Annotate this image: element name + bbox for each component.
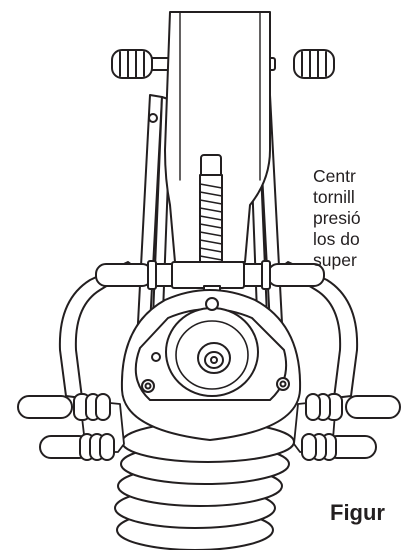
left-cross-handle (95, 263, 153, 287)
instruction-line: tornill (313, 187, 355, 207)
central-plate (164, 11, 271, 263)
figure-label: Figur (330, 500, 385, 525)
right-lower-handle-upper (345, 395, 401, 419)
left-lower-handle-upper (17, 395, 73, 419)
instruction-line: super (313, 250, 357, 270)
top-right-handle-grip (293, 49, 335, 79)
top-left-handle-grip (111, 49, 153, 79)
instruction-line: Centr (313, 166, 356, 186)
cross-block (171, 261, 245, 289)
instruction-line: los do (313, 229, 360, 249)
screw-head (200, 154, 222, 178)
instruction-line: presió (313, 208, 361, 228)
instruction-text: Centr tornill presió los do super (313, 166, 405, 271)
